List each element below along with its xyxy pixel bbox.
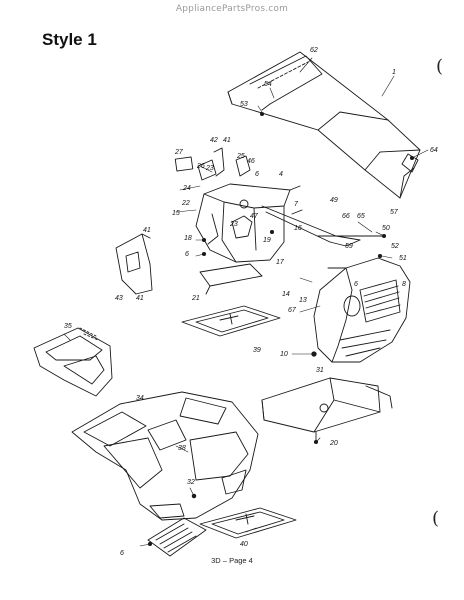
part-label: 6 — [185, 251, 189, 258]
floor-bracket — [199, 263, 263, 295]
part-label: 62 — [310, 47, 318, 54]
part-label: 31 — [316, 367, 324, 374]
part-label: 16 — [294, 225, 302, 232]
rear-fender — [71, 391, 259, 521]
part-label: 67 — [288, 307, 297, 314]
part-label: 20 — [329, 440, 338, 447]
part-label: 27 — [174, 149, 184, 156]
part-label: 35 — [64, 323, 72, 330]
part-label: 49 — [330, 197, 338, 204]
part-label: 6 — [255, 171, 259, 178]
part-label: 64 — [430, 147, 438, 154]
part-label: 40 — [240, 541, 248, 548]
hardware — [147, 111, 415, 547]
part-label: 66 — [342, 213, 350, 220]
part-label: 19 — [263, 237, 271, 244]
part-label: 6 — [354, 281, 358, 288]
part-label: 10 — [280, 351, 288, 358]
dash-panel — [195, 183, 301, 263]
frame-section — [261, 377, 393, 443]
margin-mark-bottom: ( — [432, 508, 440, 529]
part-label: 26 — [196, 163, 205, 170]
part-label: 18 — [184, 235, 192, 242]
part-label: 23 — [229, 221, 238, 228]
part-label: 14 — [282, 291, 290, 298]
part-label: 47 — [250, 213, 259, 220]
step-plate — [181, 305, 281, 337]
part-label: 34 — [136, 395, 144, 402]
part-label: 41 — [136, 295, 144, 302]
side-bracket — [115, 233, 153, 295]
part-label: 42 — [210, 137, 218, 144]
part-label: 6 — [120, 550, 124, 557]
part-label: 1 — [392, 69, 396, 76]
heel-plate — [147, 517, 207, 557]
part-label: 39 — [253, 347, 261, 354]
grille-nose — [313, 257, 411, 363]
margin-mark-top: ( — [436, 56, 444, 77]
part-label: 65 — [357, 213, 365, 220]
rod-assembly — [261, 205, 385, 247]
part-label: 4 — [279, 171, 283, 178]
part-label: 52 — [391, 243, 399, 250]
part-label: 54 — [264, 81, 272, 88]
part-label: 41 — [143, 227, 151, 234]
part-label: 15 — [172, 210, 180, 217]
part-label: 46 — [247, 158, 255, 165]
leader-lines — [63, 57, 429, 547]
part-label: 32 — [187, 479, 195, 486]
part-label: 7 — [294, 201, 299, 208]
part-label: 25 — [236, 153, 245, 160]
site-url: AppliancePartsPros.com — [175, 4, 289, 14]
part-label: 17 — [276, 259, 285, 266]
part-label: 59 — [345, 243, 353, 250]
part-label: 41 — [223, 137, 231, 144]
part-label: 51 — [399, 255, 407, 262]
part-label: 57 — [390, 209, 399, 216]
part-label: 50 — [382, 225, 390, 232]
part-label: 23 — [205, 165, 214, 172]
part-label: 21 — [191, 295, 200, 302]
footrest-left — [33, 327, 113, 397]
part-label: 24 — [182, 185, 191, 192]
small-brackets — [174, 147, 251, 181]
page-label: 3D – Page 4 — [211, 556, 253, 565]
part-label: 53 — [240, 101, 248, 108]
style-title: Style 1 — [42, 30, 97, 49]
part-label: 43 — [115, 295, 123, 302]
part-label: 22 — [181, 200, 190, 207]
part-label: 8 — [402, 281, 406, 288]
part-label: 38 — [178, 445, 186, 452]
floor-mat — [199, 507, 297, 539]
part-label: 13 — [299, 297, 307, 304]
